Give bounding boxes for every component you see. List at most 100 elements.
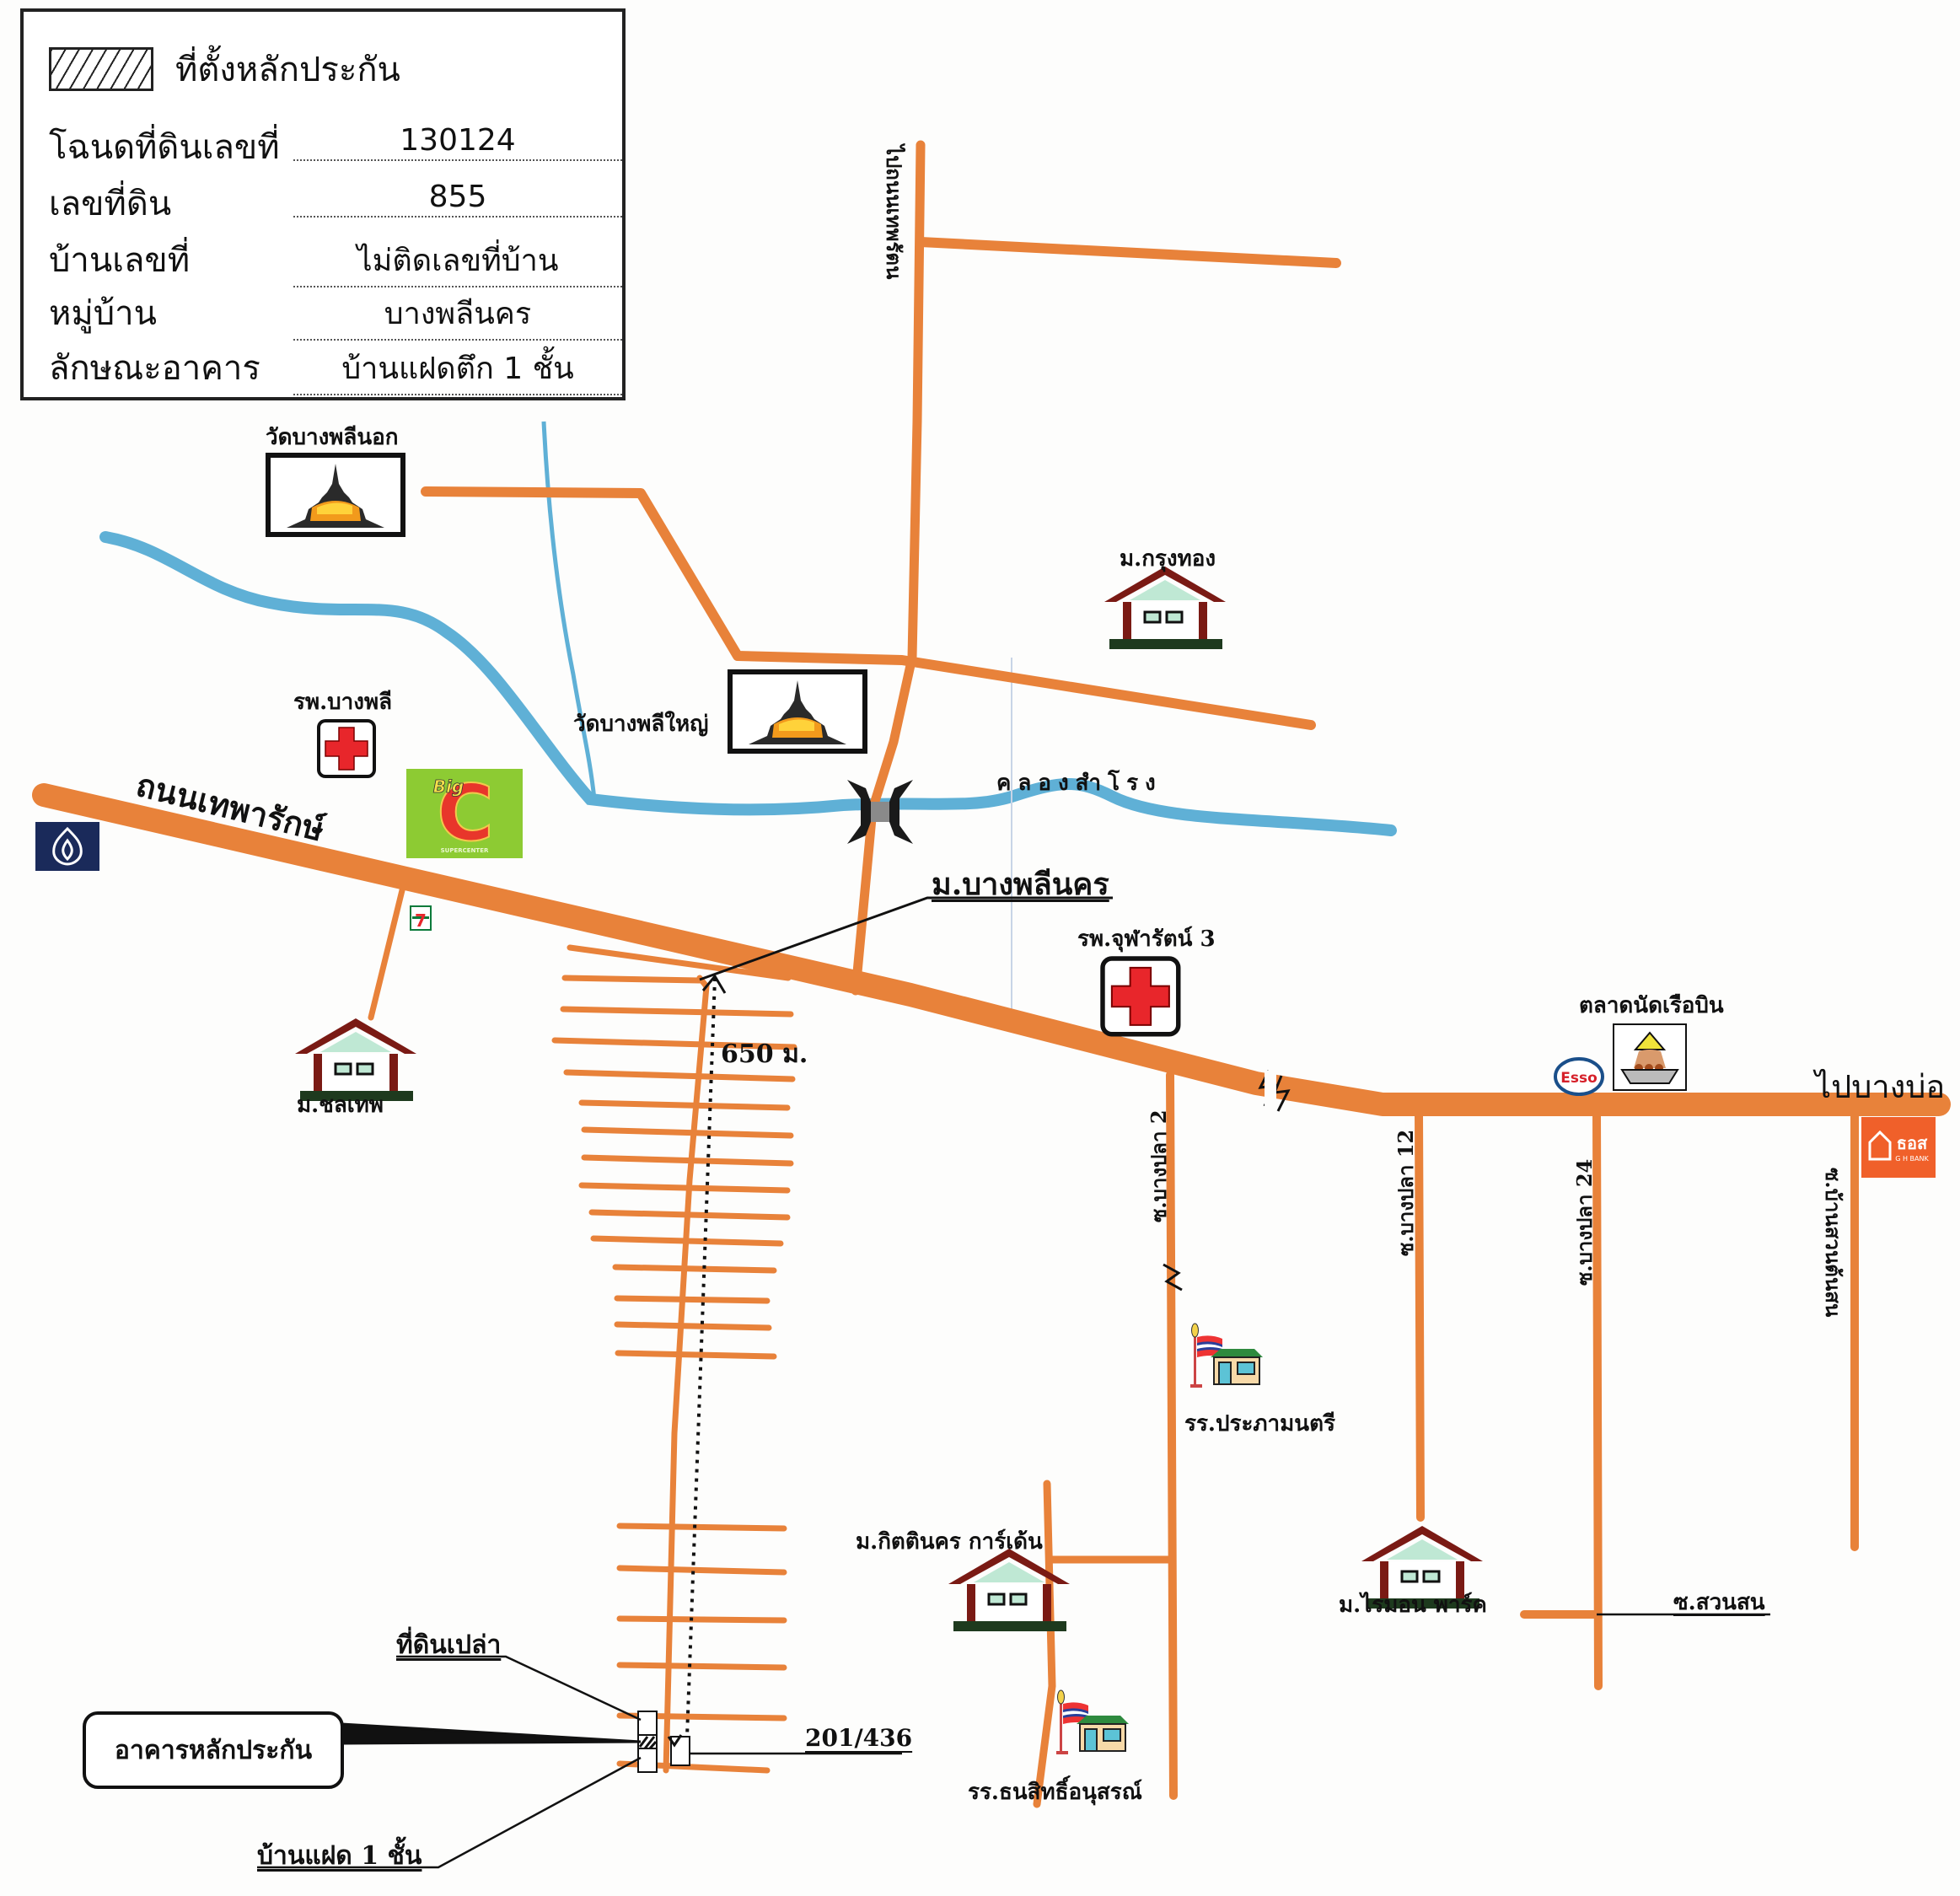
road-soi-bangpla-24 (1592, 1109, 1603, 1690)
distance-dotted-line (685, 977, 717, 1738)
label-raimon-village: ม.ไรมอน พาร์ค (1339, 1593, 1487, 1618)
village-soi (616, 1565, 787, 1576)
village-soi (590, 1235, 784, 1247)
temple-icon (730, 672, 865, 751)
label-bangplee-nakorn-village: ม.บางพลีนคร (932, 867, 1109, 902)
village-soi (581, 1154, 794, 1167)
leader-collateral-building (341, 1722, 642, 1745)
hospital-icon (1103, 959, 1179, 1034)
legend-row-building-type: ลักษณะอาคาร บ้านแฝดตึก 1 ชั้น (49, 341, 622, 395)
esso-text: Esso (1560, 1070, 1598, 1087)
label-thanasit-school: รร.ธนสิทธิ์อนุสรณ์ (968, 1780, 1142, 1805)
legend-row-deed: โฉนดที่ดินเลขที่ 130124 (49, 120, 622, 170)
label-twin-house: บ้านแฝด 1 ชั้น (257, 1841, 422, 1871)
bigc-letter: C (437, 768, 494, 858)
village-soi (616, 1615, 787, 1624)
house-201-436-plot (670, 1736, 690, 1766)
village-soi (560, 1006, 794, 1018)
village-ladder-roads (551, 944, 797, 1774)
label-wat-bangplee-yai: วัดบางพลีใหญ่ (573, 712, 709, 737)
label-soi-bangpla-12: ซ.บางปลา 12 (1393, 1129, 1418, 1256)
gh-bank-logo-icon: ธอส G H BANK (1861, 1117, 1936, 1178)
label-market: ตลาดนัดเรือบิน (1579, 993, 1724, 1018)
legend-key: ลักษณะอาคาร (49, 349, 260, 388)
village-soi (567, 944, 792, 981)
vacant-land-plot (637, 1711, 658, 1736)
label-kittinakorn-village: ม.กิตตินคร การ์เด้น (856, 1529, 1043, 1555)
legend-key: หมู่บ้าน (49, 294, 157, 333)
village-soi (614, 1321, 772, 1331)
village-soi (561, 975, 703, 984)
legend-value: 130124 (293, 123, 622, 161)
leader-bangplee-nakorn (699, 896, 1113, 981)
village-soi (578, 1099, 791, 1111)
village-house-icon (1103, 565, 1227, 651)
village-soi (551, 1037, 797, 1050)
legend-box: ที่ตั้งหลักประกัน โฉนดที่ดินเลขที่ 13012… (20, 8, 626, 400)
legend-hatch-label: ที่ตั้งหลักประกัน (175, 51, 400, 89)
soi-break-icon (1163, 1263, 1183, 1292)
hospital-icon (317, 719, 376, 778)
leader-twin-house (257, 1756, 642, 1869)
village-soi (612, 1264, 777, 1274)
gh-bank-text: ธอส (1897, 1133, 1928, 1153)
road-kittinakorn (1033, 1480, 1056, 1808)
collateral-hatch-swatch (49, 47, 153, 91)
road-theparak (32, 783, 1951, 1116)
label-krungthong-village: ม.กรุงทอง (1120, 546, 1216, 572)
label-soi-bangpla-2: ซ.บางปลา 2 (1146, 1109, 1171, 1222)
road-cholathep (368, 884, 406, 1021)
esso-logo-icon: Esso (1554, 1057, 1604, 1096)
village-soi (581, 1126, 794, 1139)
label-soi-bangpla-24: ซ.บางปลา 24 (1572, 1158, 1597, 1286)
village-soi (616, 1662, 787, 1671)
seven-eleven-logo-icon: 7 (410, 905, 432, 931)
school-icon (1189, 1323, 1264, 1388)
village-soi (615, 1350, 777, 1360)
label-vacant-land: ที่ดินเปล่า (396, 1630, 502, 1660)
school-icon (1055, 1689, 1130, 1755)
legend-row-house-no: บ้านเลขที่ ไม่ติดเลขที่บ้าน (49, 233, 622, 287)
road-upper (421, 486, 1316, 730)
label-to-bang-bo: ไปบางบ่อ (1815, 1068, 1946, 1105)
village-soi (578, 1182, 791, 1194)
market-icon (1613, 1023, 1687, 1091)
legend-value: 855 (293, 180, 622, 218)
label-prapa-school: รร.ประภามนตรี (1184, 1411, 1335, 1437)
label-canal-samrong: คลองสำโรง (996, 771, 1163, 796)
legend-value: บ้านแฝดตึก 1 ชั้น (293, 344, 622, 395)
label-bangplee-hospital: รพ.บางพลี (293, 690, 393, 715)
village-soi (614, 1295, 771, 1304)
legend-key: โฉนดที่ดินเลขที่ (49, 128, 280, 167)
road-theparat (851, 140, 926, 996)
label-to-theparat: ไปถนนเทพรัตน (882, 145, 906, 280)
distance-label: 650 ม. (721, 1039, 808, 1069)
road-soi-bangpla-2 (1166, 1071, 1178, 1800)
gh-bank-sub-text: G H BANK (1895, 1155, 1929, 1163)
bangkok-bank-logo-icon (35, 822, 99, 871)
seven-eleven-text: 7 (415, 910, 427, 931)
village-soi (616, 1523, 787, 1532)
bridge-icon (847, 780, 913, 844)
legend-value: บางพลีนคร (293, 289, 622, 341)
twin-house-plot (637, 1748, 658, 1773)
label-house-number: 201/436 (805, 1724, 913, 1752)
legend-value: ไม่ติดเลขที่บ้าน (293, 236, 622, 287)
legend-row-land-no: เลขที่ดิน 855 (49, 176, 622, 227)
legend-key: เลขที่ดิน (49, 185, 172, 223)
canal-samrong (99, 531, 1397, 836)
bigc-sub-text: SUPERCENTER (441, 847, 489, 854)
label-soi-ban-suan-ton-son: ซ.บ้านสวนต้นสน (1821, 1168, 1845, 1318)
village-main-road (663, 975, 710, 1774)
legend-row-village: หมู่บ้าน บางพลีนคร (49, 286, 622, 341)
village-soi (588, 1209, 791, 1221)
bigc-logo-icon: C Big SUPERCENTER (406, 767, 523, 859)
temple-icon (268, 455, 403, 534)
road-soi-bangpla-12 (1415, 1109, 1425, 1522)
legend-key: บ้านเลขที่ (49, 241, 191, 280)
road-theparat-branch (916, 237, 1341, 268)
label-chularat3-hospital: รพ.จุฬารัตน์ 3 (1077, 927, 1216, 952)
bigc-top-text: Big (433, 776, 464, 797)
label-soi-suan-son: ซ.สวนสน (1673, 1590, 1765, 1615)
